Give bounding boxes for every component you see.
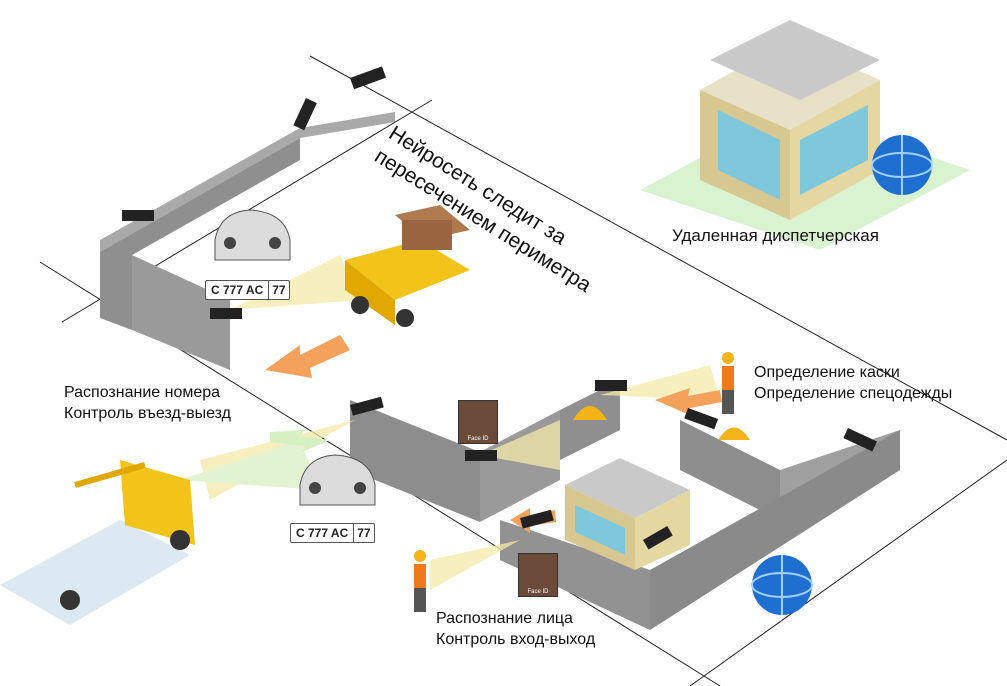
ppe-detection-line: Определение каски bbox=[754, 364, 900, 381]
cargo-truck bbox=[345, 205, 470, 327]
worker-icon bbox=[414, 550, 426, 612]
face-recognition-line: Распознание лица bbox=[436, 610, 573, 627]
plate-region: 77 bbox=[268, 281, 288, 299]
face-recognition-line: Контроль вход-выход bbox=[436, 631, 596, 648]
plate-recognition-line: Распознание номера bbox=[64, 384, 221, 401]
license-plate: C 777 AC 77 bbox=[205, 280, 290, 300]
upper-wall bbox=[100, 112, 395, 370]
face-id-caption: Face ID bbox=[527, 589, 549, 595]
helmet-icon bbox=[718, 427, 750, 440]
plate-number: C 777 AC bbox=[211, 283, 264, 297]
car-icon bbox=[214, 209, 291, 261]
car-icon bbox=[299, 454, 376, 506]
face-id-badge: Face ID bbox=[458, 400, 498, 444]
remote-dispatch-building bbox=[640, 20, 970, 250]
face-id-caption: Face ID bbox=[467, 436, 489, 442]
remote-dispatch-label: Удаленная диспетчерская bbox=[672, 226, 879, 245]
crane-truck bbox=[0, 460, 195, 625]
plate-recognition-label: Распознание номера Контроль въезд-выезд bbox=[64, 382, 231, 424]
globe-icon bbox=[871, 135, 933, 195]
license-plate: C 777 AC 77 bbox=[290, 523, 375, 543]
worker-icon bbox=[722, 352, 734, 414]
ppe-detection-label: Определение каски Определение спецодежды bbox=[754, 362, 952, 404]
plate-recognition-line: Контроль въезд-выезд bbox=[64, 405, 231, 422]
face-id-badge: Face ID bbox=[518, 553, 558, 597]
plate-number: C 777 AC bbox=[296, 526, 349, 540]
face-recognition-label: Распознание лица Контроль вход-выход bbox=[436, 608, 595, 650]
lower-wall bbox=[350, 380, 900, 630]
helmet-icon bbox=[573, 406, 607, 420]
camera-icon bbox=[122, 66, 878, 550]
globe-icon bbox=[751, 555, 813, 615]
ppe-detection-line: Определение спецодежды bbox=[754, 385, 953, 402]
plate-region: 77 bbox=[353, 524, 373, 542]
